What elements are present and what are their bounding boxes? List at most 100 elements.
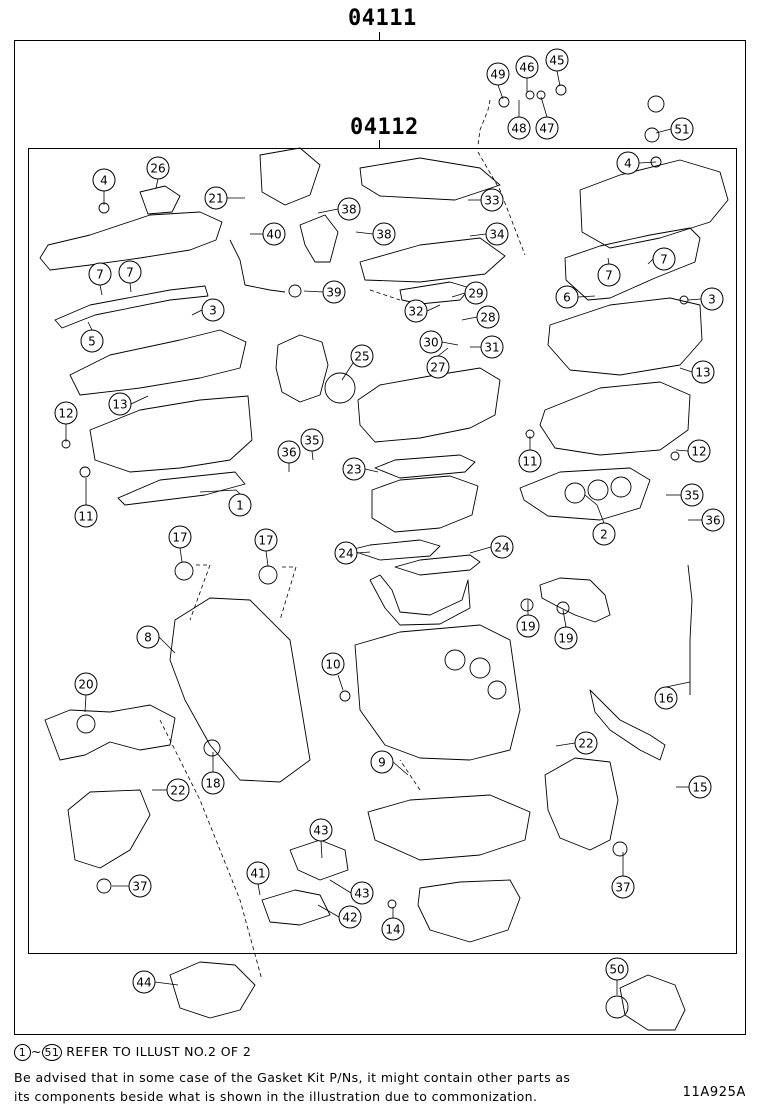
callout-number: 13 [695,365,710,379]
callout-14: 14 [381,917,405,941]
callout-number: 7 [660,252,668,266]
callout-40: 40 [262,222,286,246]
callout-31: 31 [480,335,504,359]
callout-9: 9 [370,750,394,774]
leader-line [426,304,441,312]
head-cover-left [39,211,223,271]
callout-23: 23 [342,457,366,481]
seal-50 [605,995,629,1019]
group-dash-line [477,99,491,146]
callout-number: 38 [376,227,391,241]
timing-cover [169,597,311,783]
callout-7: 7 [652,247,676,271]
leader-line [647,258,654,265]
gasket-44 [169,961,256,1019]
leader-line [355,231,374,235]
leader-line [179,547,183,563]
seal-48 [525,90,535,100]
callout-35: 35 [300,428,324,452]
callout-49: 49 [486,62,510,86]
callout-number: 48 [511,121,526,135]
block-bore-2 [469,657,491,679]
callout-46: 46 [515,55,539,79]
illustration-code: 11A925A [682,1085,746,1100]
callout-5: 5 [80,329,104,353]
group-dash-line [159,719,263,981]
callout-number: 11 [78,509,93,523]
callout-number: 12 [58,406,73,420]
leader-line [364,468,379,473]
callout-number: 27 [430,360,445,374]
callout-6: 6 [555,285,579,309]
callout-48: 48 [507,116,531,140]
callout-51: 51 [670,117,694,141]
leader-line [665,681,691,688]
fuel-rail [359,237,506,283]
callout-2: 2 [592,522,616,546]
cylinder-head-right-top [547,297,703,376]
callout-32: 32 [404,299,428,323]
callout-11: 11 [518,449,542,473]
leader-line [451,292,466,298]
callout-number: 19 [558,631,573,645]
callout-number: 40 [266,227,281,241]
leader-line [337,674,344,691]
leader-line [320,840,323,859]
outer-kit-frame [14,40,746,1035]
callout-number: 22 [170,783,185,797]
outer-kit-code: 04111 [348,6,417,31]
callout-4: 4 [92,168,116,192]
seal-10 [339,690,351,702]
cylinder-head-left-top [69,329,247,396]
callout-number: 47 [539,121,554,135]
callout-11: 11 [74,504,98,528]
callout-number: 37 [615,880,630,894]
throttle-gasket [324,372,356,404]
callout-27: 27 [426,355,450,379]
head-cover-right [579,159,729,249]
leader-line [562,609,567,628]
note-line-2: its components beside what is shown in t… [14,1089,538,1104]
leader-line [584,494,605,524]
cover-gasket-right [564,227,701,301]
callout-number: 1 [236,498,244,512]
leader-line [469,233,487,237]
plug-12-right [670,451,680,461]
head-gasket-right [519,467,651,521]
callout-42: 42 [338,905,362,929]
callout-number: 21 [208,191,223,205]
leader-line [675,449,689,452]
callout-number: 11 [522,454,537,468]
gasket-39 [288,284,302,298]
gasket-17-right [258,565,278,585]
leader-line [317,904,340,918]
water-outlet [539,577,611,623]
callout-number: 7 [126,265,134,279]
callout-number: 44 [136,975,151,989]
callout-10: 10 [321,652,345,676]
callout-30: 30 [419,330,443,354]
water-pipe [369,574,471,626]
callout-number: 10 [325,657,340,671]
callout-26: 26 [146,156,170,180]
range-end-circle: 51 [41,1044,62,1061]
seal-47 [536,90,546,100]
callout-15: 15 [688,775,712,799]
callout-number: 19 [520,619,535,633]
callout-number: 43 [354,886,369,900]
callout-38: 38 [372,222,396,246]
callout-43: 43 [309,818,333,842]
leader-line [129,282,132,293]
callout-34: 34 [485,222,509,246]
callout-number: 24 [494,540,509,554]
callout-number: 4 [100,173,108,187]
gasket-19-left [520,598,534,612]
callout-number: 23 [346,462,361,476]
plug-45 [555,84,567,96]
callout-number: 5 [88,334,96,348]
callout-33: 33 [480,188,504,212]
callout-12: 12 [54,401,78,425]
leader-line [556,70,561,87]
callout-number: 50 [609,962,624,976]
block-bore-3 [487,680,507,700]
